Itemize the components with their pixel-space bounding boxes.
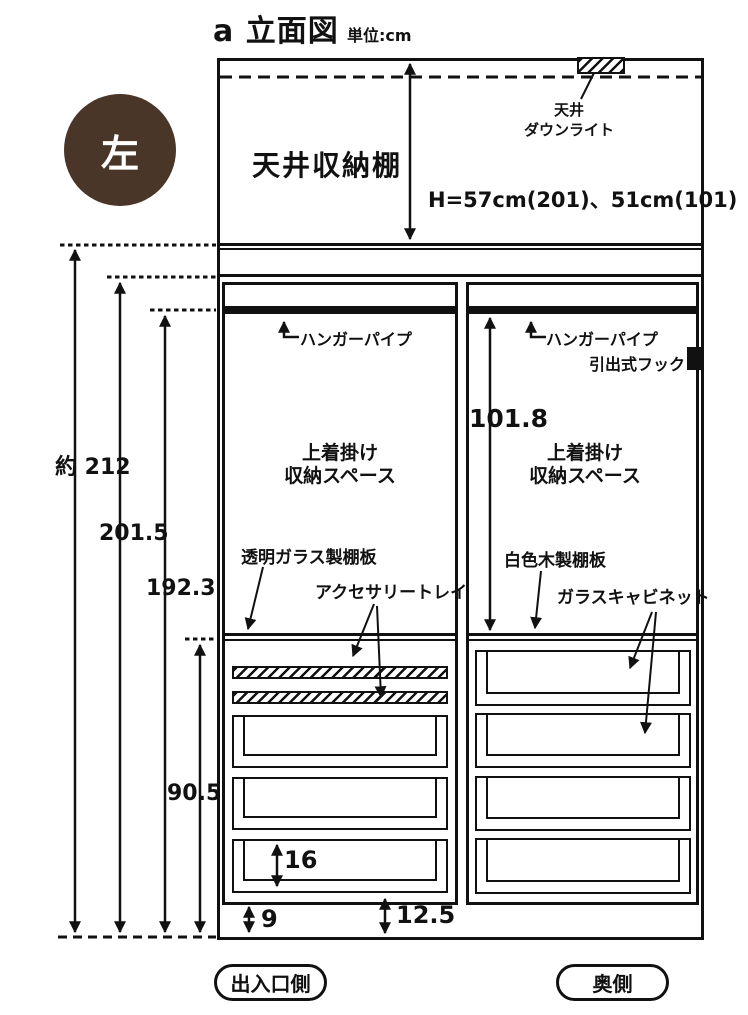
entrance-side-pill: 出入口側	[214, 964, 327, 1001]
page-title: a 立面図	[213, 14, 339, 49]
ceiling-shelf-label: 天井収納棚	[252, 149, 403, 182]
left-drawer-3	[232, 839, 448, 893]
glass-cabinet-box-2	[475, 713, 691, 768]
unit-label: 単位:cm	[347, 26, 412, 45]
left-drawer-1-inner	[243, 717, 437, 756]
space-label-right-line2: 収納スペース	[529, 465, 641, 487]
glass-shelf-board	[225, 633, 455, 641]
glass-cabinet-box-1-inner	[486, 652, 680, 694]
hanger-pipe-left	[225, 306, 455, 314]
left-drawer-2-inner	[243, 779, 437, 818]
space-label-right: 上着掛け 収納スペース	[510, 442, 660, 488]
height-spec-label: H=57cm(201)、51cm(101)	[428, 188, 738, 212]
accessory-tray-1	[232, 666, 448, 679]
ceiling-shelf-bottom-line	[220, 243, 701, 246]
wood-shelf-label: 白色木製棚板	[504, 551, 606, 571]
left-drawer-1	[232, 715, 448, 768]
ceiling-downlight-block	[577, 57, 625, 74]
hanger-pipe-right	[469, 306, 696, 314]
dim-label-90-5: 90.5	[167, 781, 222, 806]
left-drawer-3-inner	[243, 841, 437, 881]
glass-cabinet-box-2-inner	[486, 715, 680, 756]
downlight-label-line1: 天井	[553, 101, 584, 119]
back-side-pill: 奥側	[556, 964, 669, 1001]
dim-label-9: 9	[261, 905, 278, 933]
space-label-right-line1: 上着掛け	[546, 442, 623, 464]
downlight-label: 天井 ダウンライト	[514, 100, 624, 140]
space-label-left: 上着掛け 収納スペース	[265, 442, 415, 488]
space-label-left-line1: 上着掛け	[301, 442, 378, 464]
dim-label-16: 16	[284, 846, 318, 874]
side-badge: 左	[64, 94, 176, 206]
side-badge-label: 左	[100, 131, 139, 176]
pullout-hook-block	[687, 347, 701, 370]
glass-cabinet-label: ガラスキャビネット	[557, 588, 710, 608]
wood-shelf-board	[469, 633, 696, 641]
dim-label-201-5: 201.5	[99, 521, 169, 546]
space-label-left-line2: 収納スペース	[284, 465, 396, 487]
glass-cabinet-box-4-inner	[486, 840, 680, 882]
back-side-label: 奥側	[592, 972, 633, 996]
accessory-tray-label: アクセサリートレイ	[315, 583, 468, 603]
cabinet-outline	[217, 58, 704, 940]
dim-label-192-3: 192.3	[146, 576, 216, 601]
compartment-top-line	[220, 274, 701, 277]
left-drawer-2	[232, 777, 448, 830]
glass-cabinet-box-1	[475, 650, 691, 706]
dim-label-101-8: 101.8	[469, 404, 549, 433]
downlight-label-line2: ダウンライト	[523, 121, 614, 139]
glass-cabinet-box-3	[475, 776, 691, 831]
ceiling-shelf-bottom-line-2	[220, 248, 701, 250]
glass-shelf-label: 透明ガラス製棚板	[241, 548, 377, 568]
hanger-pipe-label-right: ハンガーパイプ	[546, 330, 658, 349]
dim-label-12-5: 12.5	[396, 901, 456, 929]
pullout-hook-label: 引出式フック	[589, 355, 686, 374]
dim-label-overall-212: 約 212	[55, 455, 131, 480]
hanger-pipe-label-left: ハンガーパイプ	[300, 330, 412, 349]
accessory-tray-2	[232, 691, 448, 704]
glass-cabinet-box-4	[475, 838, 691, 894]
glass-cabinet-box-3-inner	[486, 778, 680, 819]
entrance-side-label: 出入口側	[230, 972, 311, 996]
